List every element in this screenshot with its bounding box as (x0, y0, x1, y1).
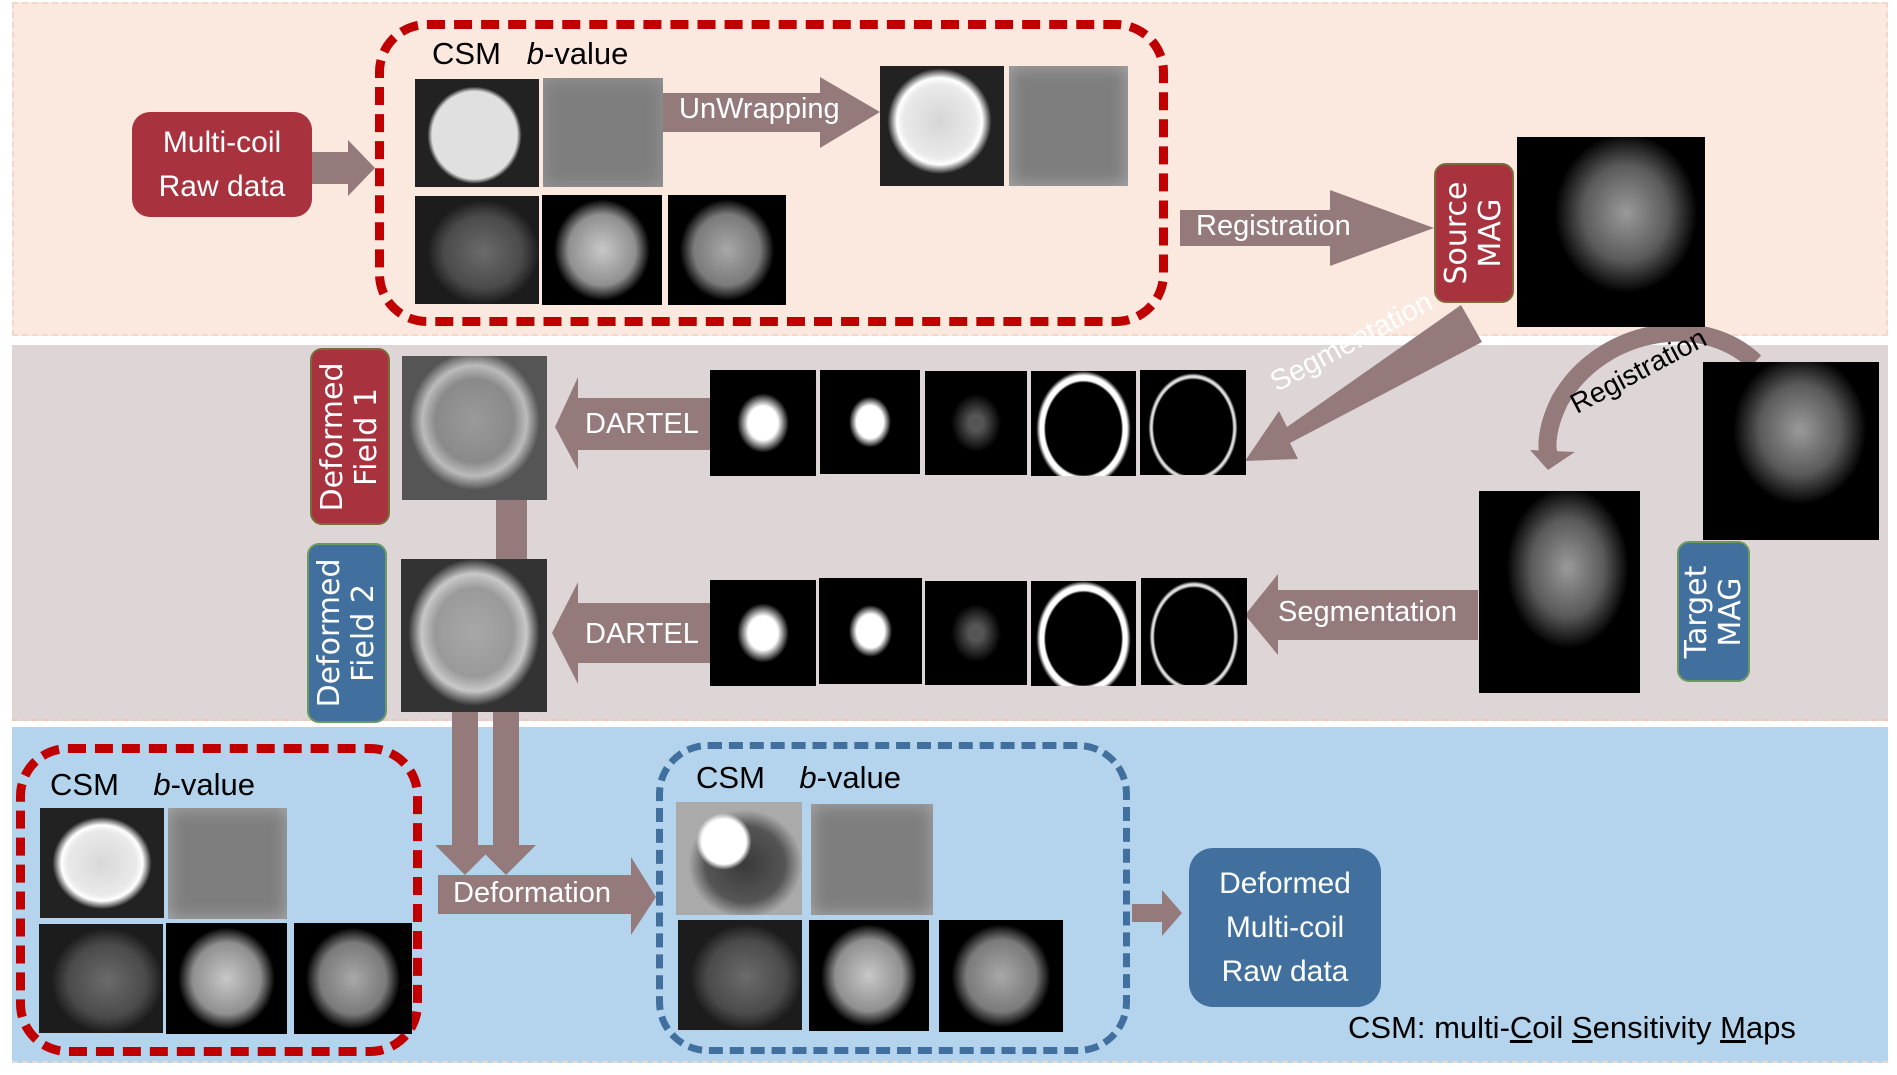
field2-line2: Field 2 (346, 584, 381, 682)
bottom-left-b0 (166, 923, 287, 1034)
csm-label-bottom-left: CSM (50, 767, 119, 802)
seg2-scalp (1141, 578, 1247, 685)
arrow-down-2 (476, 712, 536, 875)
seg2-wm (819, 578, 922, 684)
legend-s: S (1571, 1010, 1593, 1045)
source-mag-image (1517, 137, 1705, 327)
b0-image (542, 195, 662, 305)
seg2-csf (925, 581, 1027, 685)
deformed-field-2-image (401, 559, 547, 712)
bottom-left-csm-mag (39, 924, 163, 1033)
arrow-registration-curve (1538, 323, 1762, 468)
seg1-wm (820, 370, 920, 474)
legend-oil: oil (1532, 1010, 1572, 1045)
bottom-right-csm-mag (678, 920, 802, 1030)
value-label: -value (543, 36, 629, 71)
group-header-original: CSM b-value (50, 767, 255, 803)
csm-phase-image (415, 79, 539, 187)
arrow-deformation (438, 857, 656, 935)
legend-prefix: CSM: multi- (1348, 1010, 1510, 1045)
group-header-deformed: CSM b-value (696, 760, 901, 796)
seg2-gm (710, 580, 816, 686)
legend-aps: aps (1745, 1010, 1796, 1045)
arrow-down-1 (435, 712, 495, 875)
deformation-label: Deformation (453, 877, 611, 909)
value-label-bottom-left: -value (170, 767, 256, 802)
target-mag-small-image (1703, 362, 1879, 540)
seg1-gm (710, 370, 816, 476)
segmentation-row-2 (710, 578, 1250, 688)
arrow-segmentation (1245, 574, 1478, 655)
dartel-1-label: DARTEL (585, 408, 699, 440)
segmentation-label: Segmentation (1278, 596, 1457, 628)
input-box-line2: Raw data (158, 169, 286, 203)
bottom-right-csm-phase (676, 802, 802, 915)
value-label-bottom-right: -value (816, 760, 902, 795)
bottom-left-csm-phase (40, 808, 164, 918)
deformed-data-group (656, 742, 1130, 1054)
csm-label: CSM (432, 36, 501, 71)
deformed-field-1-image (402, 356, 547, 500)
output-box-line1: Deformed (1219, 866, 1351, 900)
seg1-skull (1031, 371, 1136, 476)
original-data-group (16, 744, 422, 1056)
unwrapping-label: UnWrapping (679, 93, 840, 125)
input-box-line1: Multi-coil (162, 125, 282, 159)
csm-legend: CSM: multi-Coil Sensitivity Maps (1348, 1010, 1796, 1046)
bottom-right-b-phase (811, 804, 933, 915)
dwi-image (668, 195, 786, 305)
target-box-line1: Target (1678, 565, 1714, 658)
bottom-right-b0 (809, 920, 929, 1031)
b-value-unwrapped-image (1009, 66, 1128, 186)
target-box-line2: MAG (1712, 576, 1748, 647)
registration-label: Registration (1196, 210, 1351, 242)
source-box-line2: MAG (1473, 198, 1508, 268)
bottom-right-dwi (939, 920, 1063, 1032)
dartel-2-label: DARTEL (585, 618, 699, 650)
target-mag-image (1479, 491, 1640, 693)
arrow-dartel-1 (555, 377, 710, 470)
arrow-unwrapping (662, 77, 880, 148)
seg1-scalp (1140, 370, 1246, 475)
field2-line1: Deformed (312, 558, 347, 708)
arrow-segmentation-diagonal (1245, 305, 1482, 461)
field1-line2: Field 1 (349, 387, 384, 486)
connector-fields (496, 500, 527, 560)
group-header-source: CSM b-value (432, 36, 628, 72)
legend-c: C (1509, 1010, 1533, 1045)
bottom-left-b-phase (168, 808, 287, 919)
legend-m: M (1720, 1010, 1746, 1045)
bottom-left-dwi (294, 923, 412, 1034)
output-box-line2: Multi-coil (1225, 910, 1345, 944)
segmentation-row-1 (710, 368, 1250, 476)
arrow-registration (1180, 190, 1434, 266)
csm-magnitude-image (415, 196, 539, 304)
legend-ensitivity: ensitivity (1592, 1010, 1721, 1045)
seg1-csf (925, 371, 1027, 475)
source-box-line1: Source (1439, 181, 1474, 285)
b-italic-bottom-left: b (153, 767, 171, 802)
b-italic: b (526, 36, 544, 71)
arrow-to-group (312, 140, 375, 196)
csm-label-bottom-right: CSM (696, 760, 765, 795)
csm-unwrapped-image (880, 66, 1004, 186)
connector-spacer (496, 500, 527, 560)
b-italic-bottom-right: b (799, 760, 817, 795)
source-data-group (375, 20, 1168, 326)
b-value-phase-image (543, 78, 663, 187)
arrow-to-output (1132, 890, 1182, 936)
seg2-skull (1031, 581, 1136, 686)
output-box-line3: Raw data (1221, 954, 1349, 988)
field1-line1: Deformed (315, 361, 350, 512)
arrow-registration-curve-head (1530, 450, 1575, 470)
arrow-dartel-2 (552, 582, 710, 684)
